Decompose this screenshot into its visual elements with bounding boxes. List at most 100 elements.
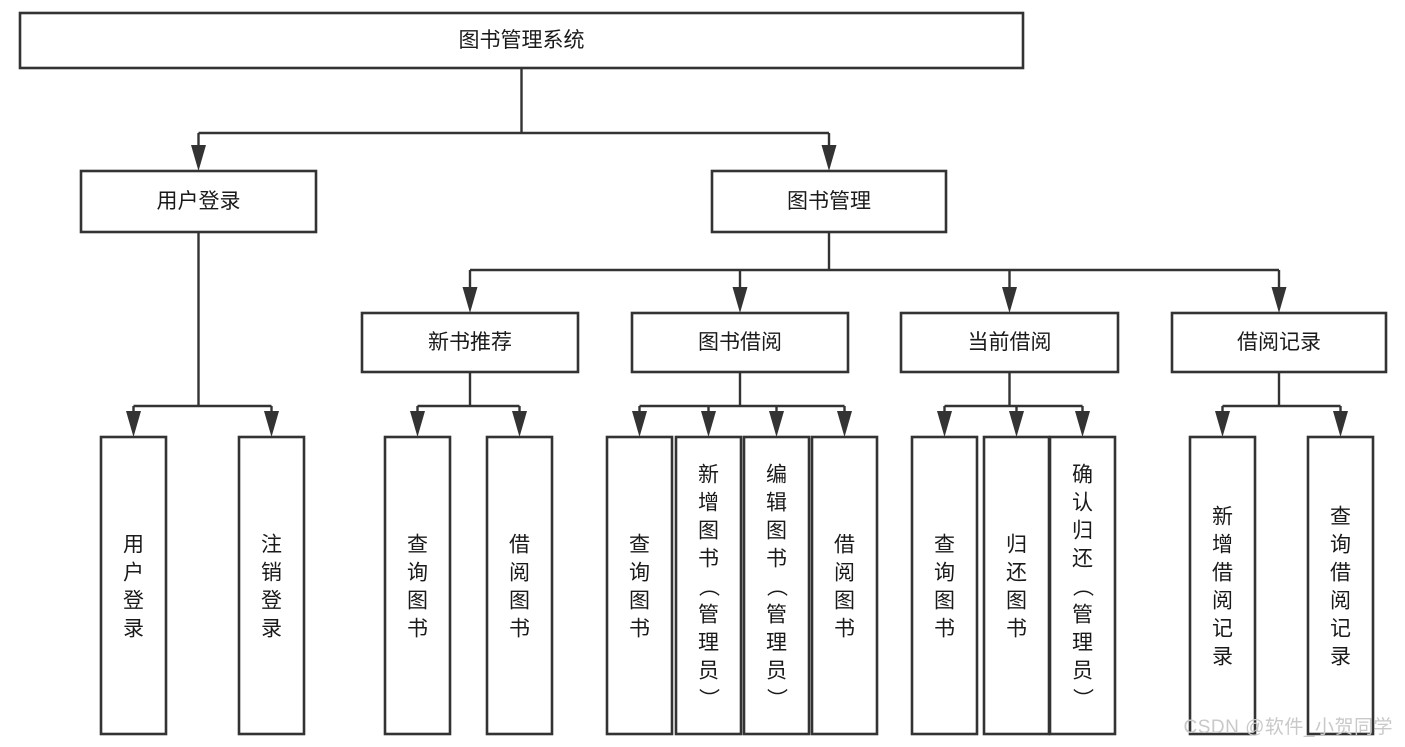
svg-text:辑: 辑 bbox=[766, 491, 787, 514]
node-root-图书管理系统[interactable]: 图书管理系统 bbox=[18, 11, 1025, 70]
conn-bookmgmt-to-新书推荐-arrowhead bbox=[462, 287, 478, 313]
svg-text:阅: 阅 bbox=[1212, 589, 1233, 612]
svg-text:借: 借 bbox=[509, 533, 530, 556]
csdn-watermark: CSDN @软件_小贺同学 bbox=[1183, 717, 1393, 738]
svg-text:阅: 阅 bbox=[1330, 589, 1351, 612]
svg-text:查: 查 bbox=[407, 533, 428, 556]
svg-text:用: 用 bbox=[123, 533, 144, 556]
svg-text:新: 新 bbox=[698, 463, 719, 486]
node-l3-当前借阅-rect[interactable] bbox=[899, 311, 1120, 374]
node-l3-图书借阅-rect[interactable] bbox=[630, 311, 850, 374]
node-l2-图书管理-label: 图书管理 bbox=[787, 190, 871, 213]
svg-text:理: 理 bbox=[1072, 631, 1093, 654]
conn-当前借阅-to-查询图书-arrowhead bbox=[937, 411, 952, 437]
node-leaf-当前借阅-确认归还管理员-rect[interactable] bbox=[1048, 435, 1117, 736]
svg-text:查: 查 bbox=[629, 533, 650, 556]
node-l3-当前借阅-label: 当前借阅 bbox=[968, 331, 1052, 354]
node-leaf-图书借阅-查询图书-rect[interactable] bbox=[605, 435, 674, 736]
node-leaf-当前借阅-归还图书-rect[interactable] bbox=[982, 435, 1051, 736]
node-l2-图书管理-rect[interactable] bbox=[710, 169, 948, 234]
svg-text:书: 书 bbox=[1006, 617, 1027, 640]
node-leaf-用户登录-用户登录-rect[interactable] bbox=[99, 435, 168, 736]
svg-text:认: 认 bbox=[1072, 491, 1093, 514]
svg-text:查: 查 bbox=[1330, 505, 1351, 528]
svg-text:图: 图 bbox=[698, 519, 719, 542]
node-l2-用户登录-rect[interactable] bbox=[79, 169, 318, 234]
node-leaf-借阅记录-新增借阅记录-rect[interactable] bbox=[1188, 435, 1257, 736]
svg-text:图: 图 bbox=[407, 589, 428, 612]
svg-text:图: 图 bbox=[509, 589, 530, 612]
conn-当前借阅-to-归还图书-arrowhead bbox=[1009, 411, 1024, 437]
node-l3-图书借阅[interactable]: 图书借阅 bbox=[630, 311, 850, 374]
svg-text:归: 归 bbox=[1006, 533, 1027, 556]
node-l2-用户登录[interactable]: 用户登录 bbox=[79, 169, 318, 234]
node-leaf-图书借阅-编辑图书管理员-rect[interactable] bbox=[742, 435, 811, 736]
svg-text:（: （ bbox=[765, 576, 788, 597]
svg-text:书: 书 bbox=[766, 547, 787, 570]
node-leaf-当前借阅-查询图书-rect[interactable] bbox=[910, 435, 979, 736]
svg-text:询: 询 bbox=[407, 561, 428, 584]
connector-layer bbox=[126, 68, 1348, 437]
node-leaf-借阅记录-查询借阅记录-rect[interactable] bbox=[1306, 435, 1375, 736]
svg-text:确: 确 bbox=[1072, 463, 1093, 486]
svg-text:图: 图 bbox=[834, 589, 855, 612]
node-leaf-用户登录-注销登录-rect[interactable] bbox=[237, 435, 306, 736]
conn-图书借阅-to-查询图书-arrowhead bbox=[632, 411, 647, 437]
node-l3-当前借阅[interactable]: 当前借阅 bbox=[899, 311, 1120, 374]
svg-text:还: 还 bbox=[1006, 561, 1027, 584]
node-l3-新书推荐[interactable]: 新书推荐 bbox=[360, 311, 580, 374]
svg-text:录: 录 bbox=[261, 617, 282, 640]
node-l3-借阅记录[interactable]: 借阅记录 bbox=[1170, 311, 1388, 374]
node-root-图书管理系统-rect[interactable] bbox=[18, 11, 1025, 70]
node-leaf-用户登录-用户登录[interactable]: 用户登录 bbox=[99, 435, 168, 736]
svg-text:录: 录 bbox=[123, 617, 144, 640]
node-l3-借阅记录-rect[interactable] bbox=[1170, 311, 1388, 374]
svg-text:销: 销 bbox=[261, 561, 282, 584]
svg-text:书: 书 bbox=[834, 617, 855, 640]
node-leaf-新书推荐-借阅图书-rect[interactable] bbox=[485, 435, 554, 736]
svg-text:归: 归 bbox=[1072, 519, 1093, 542]
node-layer: 图书管理系统用户登录图书管理新书推荐图书借阅当前借阅借阅记录用户登录注销登录查询… bbox=[18, 11, 1388, 736]
node-l2-图书管理[interactable]: 图书管理 bbox=[710, 169, 948, 234]
conn-root-to-用户登录-arrowhead bbox=[191, 145, 206, 171]
conn-bookmgmt-to-图书借阅-arrowhead bbox=[732, 287, 748, 313]
svg-text:书: 书 bbox=[509, 617, 530, 640]
svg-text:新: 新 bbox=[1212, 505, 1233, 528]
svg-text:询: 询 bbox=[629, 561, 650, 584]
svg-text:管: 管 bbox=[698, 603, 719, 626]
svg-text:阅: 阅 bbox=[834, 561, 855, 584]
svg-text:录: 录 bbox=[1330, 645, 1351, 668]
conn-bookmgmt-to-借阅记录-arrowhead bbox=[1271, 287, 1287, 313]
node-leaf-图书借阅-借阅图书-rect[interactable] bbox=[810, 435, 879, 736]
svg-text:图: 图 bbox=[629, 589, 650, 612]
svg-text:编: 编 bbox=[766, 463, 787, 486]
svg-text:户: 户 bbox=[123, 561, 144, 584]
svg-text:图: 图 bbox=[766, 519, 787, 542]
svg-text:员: 员 bbox=[698, 659, 719, 682]
node-leaf-图书借阅-新增图书管理员-rect[interactable] bbox=[674, 435, 743, 736]
svg-text:借: 借 bbox=[834, 533, 855, 556]
svg-text:书: 书 bbox=[698, 547, 719, 570]
node-leaf-新书推荐-查询图书-rect[interactable] bbox=[383, 435, 452, 736]
svg-text:登: 登 bbox=[123, 589, 144, 612]
node-l3-新书推荐-rect[interactable] bbox=[360, 311, 580, 374]
conn-用户登录-to-用户登录-arrowhead bbox=[126, 411, 141, 437]
